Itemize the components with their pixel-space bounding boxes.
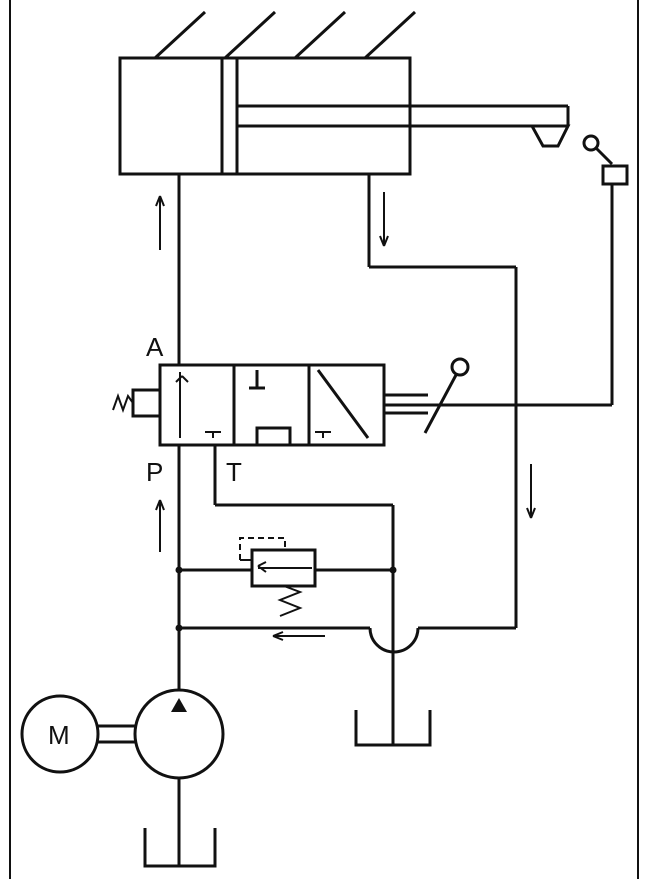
mounting-hatch [153,10,417,60]
relief-valve [179,537,393,617]
electric-motor: M [20,694,100,774]
flow-arrows [155,192,536,641]
hydraulic-pump [133,688,225,866]
arrow-down-1 [379,192,389,247]
return-line-crossover [179,626,420,745]
port-a-label: A [146,332,164,362]
hydraulic-cylinder [118,56,412,176]
piston-rod [237,104,571,148]
suction-tank [143,828,217,868]
port-p-label: P [146,457,163,487]
limit-switch [384,134,629,407]
frame [9,0,639,879]
directional-control-valve [158,363,386,447]
motor-coupling [98,724,135,744]
port-t-label: T [226,457,242,487]
arrow-left-1 [272,631,325,641]
return-tank [354,710,432,747]
motor-label: M [48,720,70,750]
arrow-down-2 [526,464,536,519]
arrow-up-1 [155,195,165,250]
junction-dots [175,566,397,632]
arrow-up-2 [155,499,165,552]
lever-actuator [384,357,470,434]
valve-spring [112,388,162,418]
return-line-b [367,174,518,630]
